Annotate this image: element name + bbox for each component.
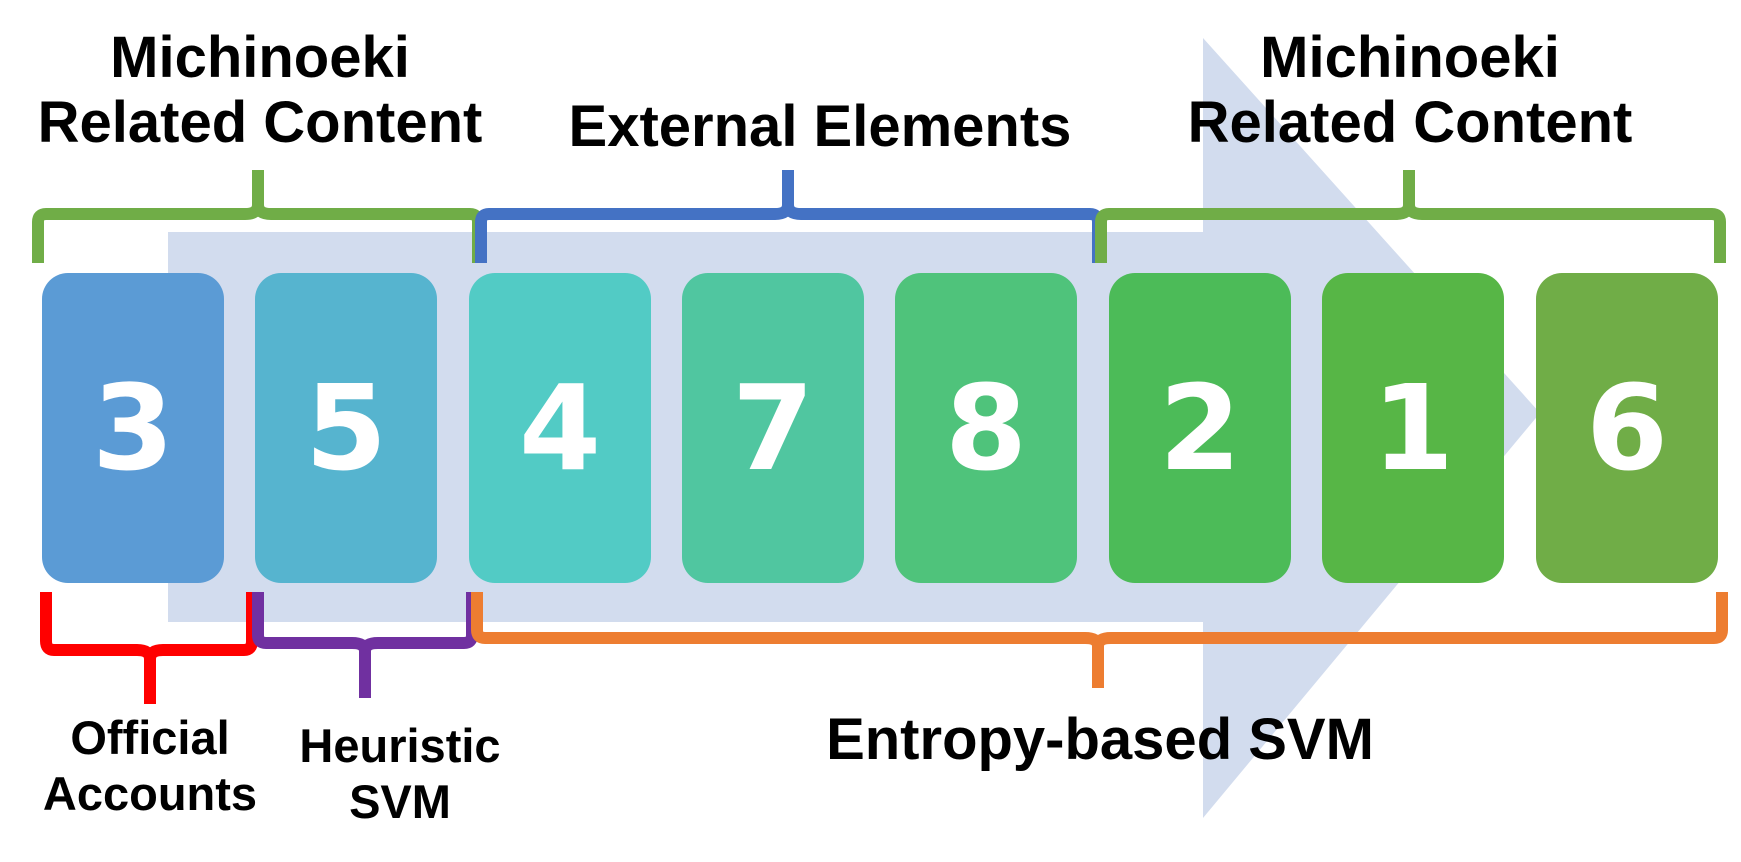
- box-number: 7: [732, 359, 814, 497]
- label-line: Heuristic: [299, 719, 501, 772]
- bottom-brace-heuristic-svm: [252, 592, 478, 698]
- label-line: Entropy-based SVM: [826, 707, 1374, 772]
- label-line: Official: [70, 711, 230, 764]
- box-1: [1322, 273, 1504, 583]
- bottom-brace-official-accounts: [40, 592, 258, 704]
- bottom-brace-entropy-svm: [471, 592, 1728, 688]
- box-number: 4: [519, 359, 601, 497]
- box-number: 6: [1586, 359, 1668, 497]
- box-6: [1536, 273, 1718, 583]
- label-line: External Elements: [568, 94, 1072, 159]
- bottom-label-entropy-svm: Entropy-based SVM: [780, 707, 1420, 773]
- box-7: [682, 273, 864, 583]
- label-line: Michinoeki: [110, 25, 410, 90]
- top-label-michinoeki-content-right: Michinoeki Related Content: [1150, 25, 1670, 156]
- box-5: [255, 273, 437, 583]
- box-number: 1: [1372, 359, 1454, 497]
- label-line: Accounts: [42, 767, 258, 821]
- top-label-michinoeki-content-left: Michinoeki Related Content: [0, 25, 520, 156]
- bottom-label-official-accounts: Official Accounts: [20, 710, 280, 823]
- label-line: Michinoeki: [1260, 25, 1560, 90]
- box-3: [42, 273, 224, 583]
- bottom-label-heuristic-svm: Heuristic SVM: [270, 718, 530, 831]
- box-number: 3: [92, 359, 174, 497]
- box-2: [1109, 273, 1291, 583]
- box-number: 8: [945, 359, 1027, 497]
- label-line: Related Content: [37, 89, 483, 155]
- top-brace-right-content: [1095, 170, 1726, 263]
- label-line: Related Content: [1187, 89, 1633, 155]
- label-line: SVM: [349, 775, 451, 829]
- box-number: 2: [1159, 359, 1241, 497]
- top-label-external-elements: External Elements: [520, 94, 1120, 160]
- box-4: [469, 273, 651, 583]
- box-number: 5: [305, 359, 387, 497]
- box-8: [895, 273, 1077, 583]
